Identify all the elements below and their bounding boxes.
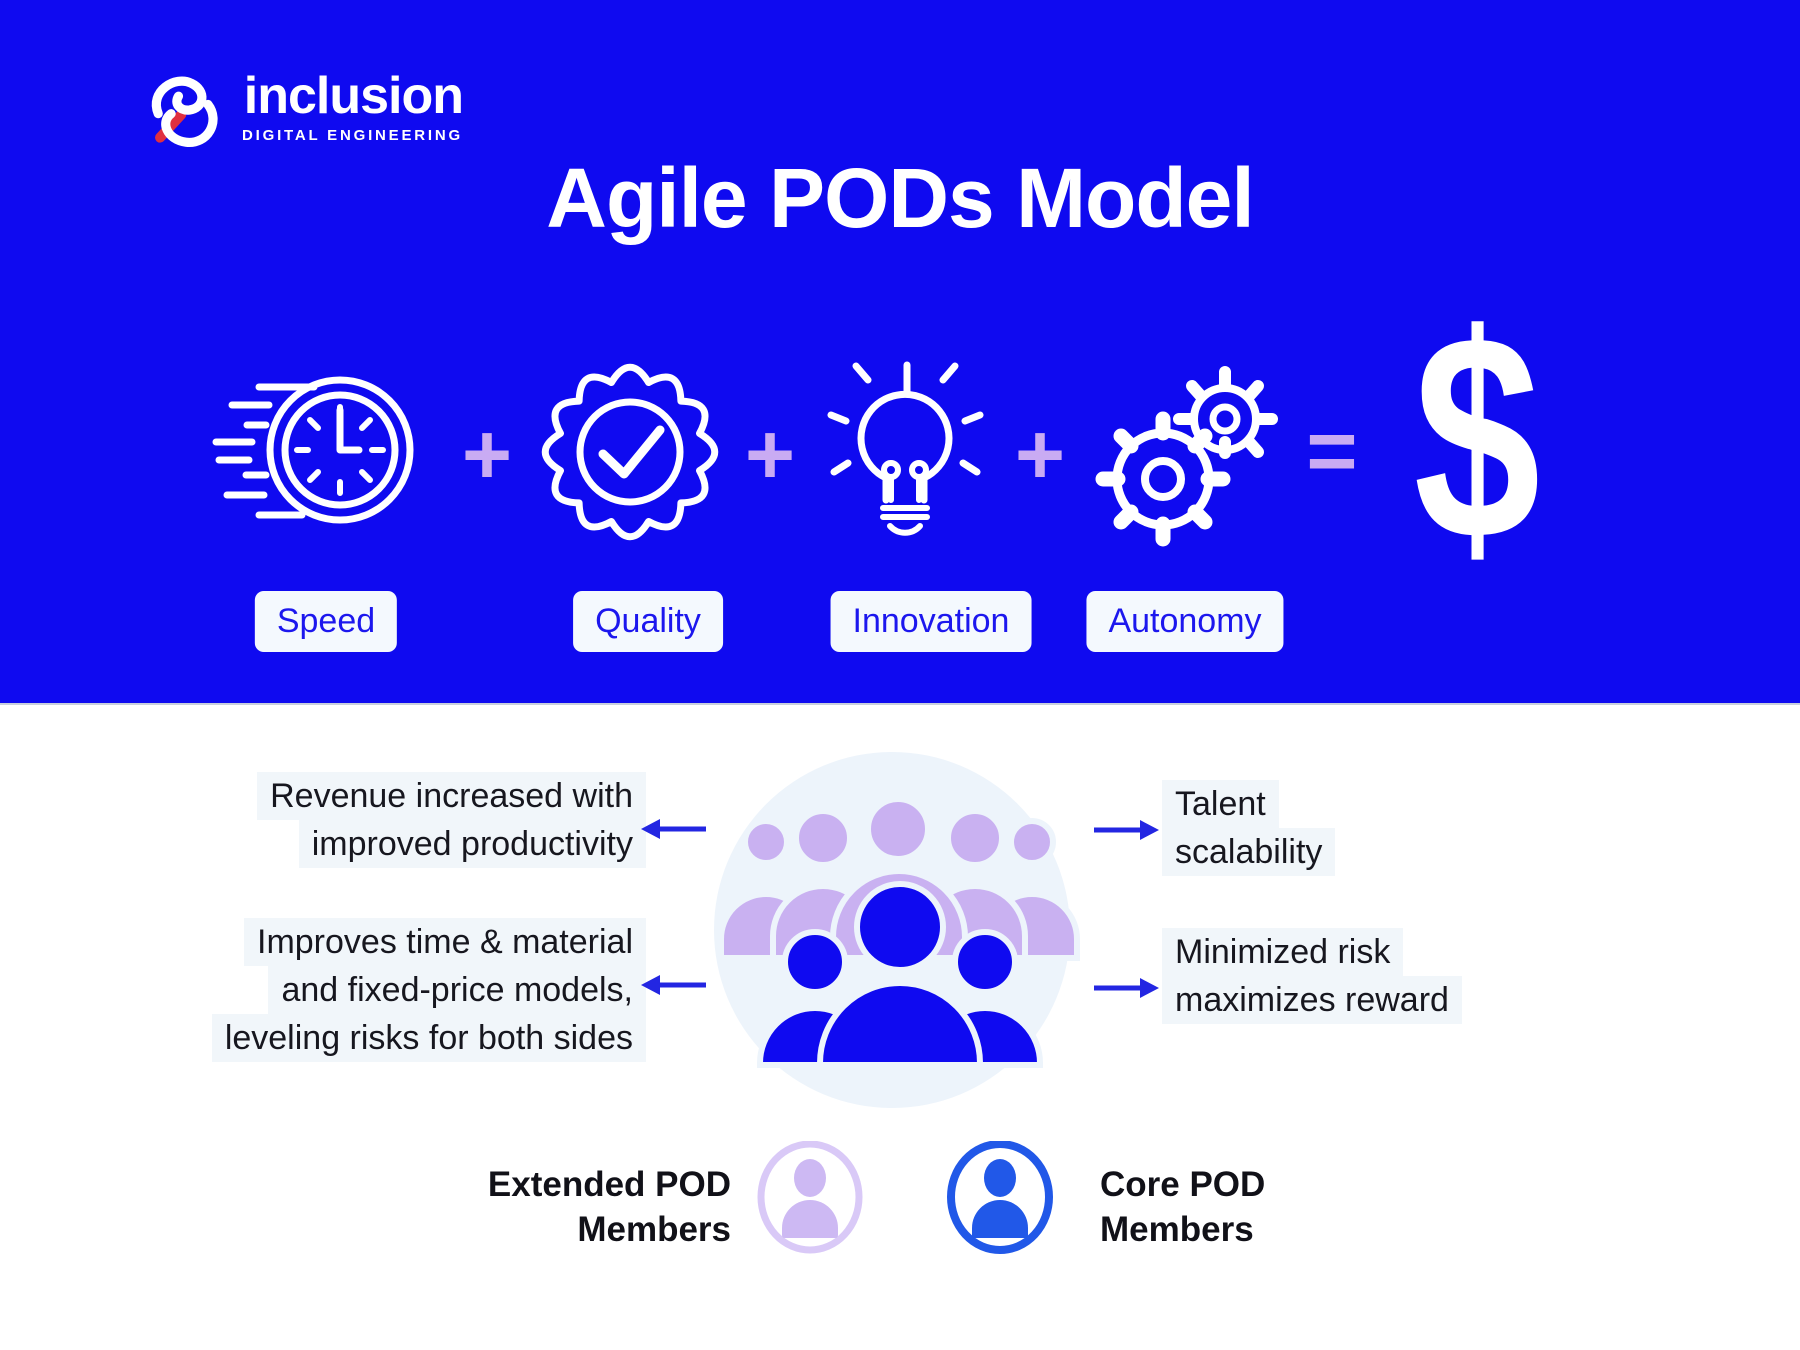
value-pill-innovation: Innovation — [830, 591, 1032, 652]
benefit-line: Minimized risk — [1162, 928, 1404, 976]
arrow-left-icon — [641, 819, 706, 839]
benefit-revenue: Revenue increased with improved producti… — [257, 772, 646, 868]
brand-tagline: DIGITAL ENGINEERING — [242, 127, 463, 144]
benefit-line: and fixed-price models, — [268, 966, 646, 1014]
plus-icon: + — [1014, 407, 1066, 503]
dollar-icon: $ — [1413, 274, 1541, 600]
benefit-line: Improves time & material — [244, 918, 646, 966]
speed-clock-icon — [212, 376, 414, 524]
cloud-logo-icon — [151, 76, 218, 147]
plus-icon: + — [461, 407, 513, 503]
benefit-line: Talent — [1162, 780, 1279, 828]
brand-name: inclusion — [243, 67, 464, 125]
hero-section: inclusion DIGITAL ENGINEERING Agile PODs… — [0, 0, 1800, 705]
arrow-right-icon — [1094, 978, 1159, 998]
legend-line: Extended POD — [487, 1165, 731, 1204]
brand-logo: inclusion DIGITAL ENGINEERING — [138, 62, 464, 158]
pod-team-illustration — [714, 752, 1080, 1108]
innovation-lightbulb-icon — [827, 361, 984, 536]
core-member-icon — [947, 1141, 1053, 1254]
benefit-line: maximizes reward — [1162, 976, 1462, 1024]
autonomy-gears-icon — [1095, 366, 1278, 547]
brand-text: inclusion DIGITAL ENGINEERING — [242, 67, 464, 144]
legend-core-label: Core POD Members — [1100, 1162, 1265, 1252]
quality-badge-icon — [541, 363, 719, 541]
benefit-line: scalability — [1162, 828, 1336, 876]
value-pill-quality: Quality — [573, 591, 723, 652]
value-pill-autonomy: Autonomy — [1086, 591, 1284, 652]
arrow-right-icon — [1094, 820, 1159, 840]
legend-line: Members — [1100, 1210, 1254, 1249]
benefit-talent: Talent scalability — [1162, 780, 1336, 876]
benefit-models: Improves time & material and fixed-price… — [211, 918, 646, 1062]
extended-member-icon — [757, 1141, 863, 1254]
legend-line: Members — [577, 1210, 731, 1249]
legend-line: Core POD — [1100, 1165, 1266, 1204]
benefit-risk: Minimized risk maximizes reward — [1162, 928, 1462, 1024]
plus-icon: + — [744, 407, 796, 503]
benefit-line: leveling risks for both sides — [211, 1014, 646, 1062]
benefit-line: improved productivity — [298, 820, 646, 868]
equals-icon: = — [1306, 401, 1358, 500]
legend-extended-label: Extended POD Members — [488, 1162, 731, 1252]
arrow-left-icon — [641, 975, 706, 995]
benefit-line: Revenue increased with — [257, 772, 646, 820]
value-pill-speed: Speed — [254, 591, 398, 652]
page-title: Agile PODs Model — [546, 151, 1254, 245]
